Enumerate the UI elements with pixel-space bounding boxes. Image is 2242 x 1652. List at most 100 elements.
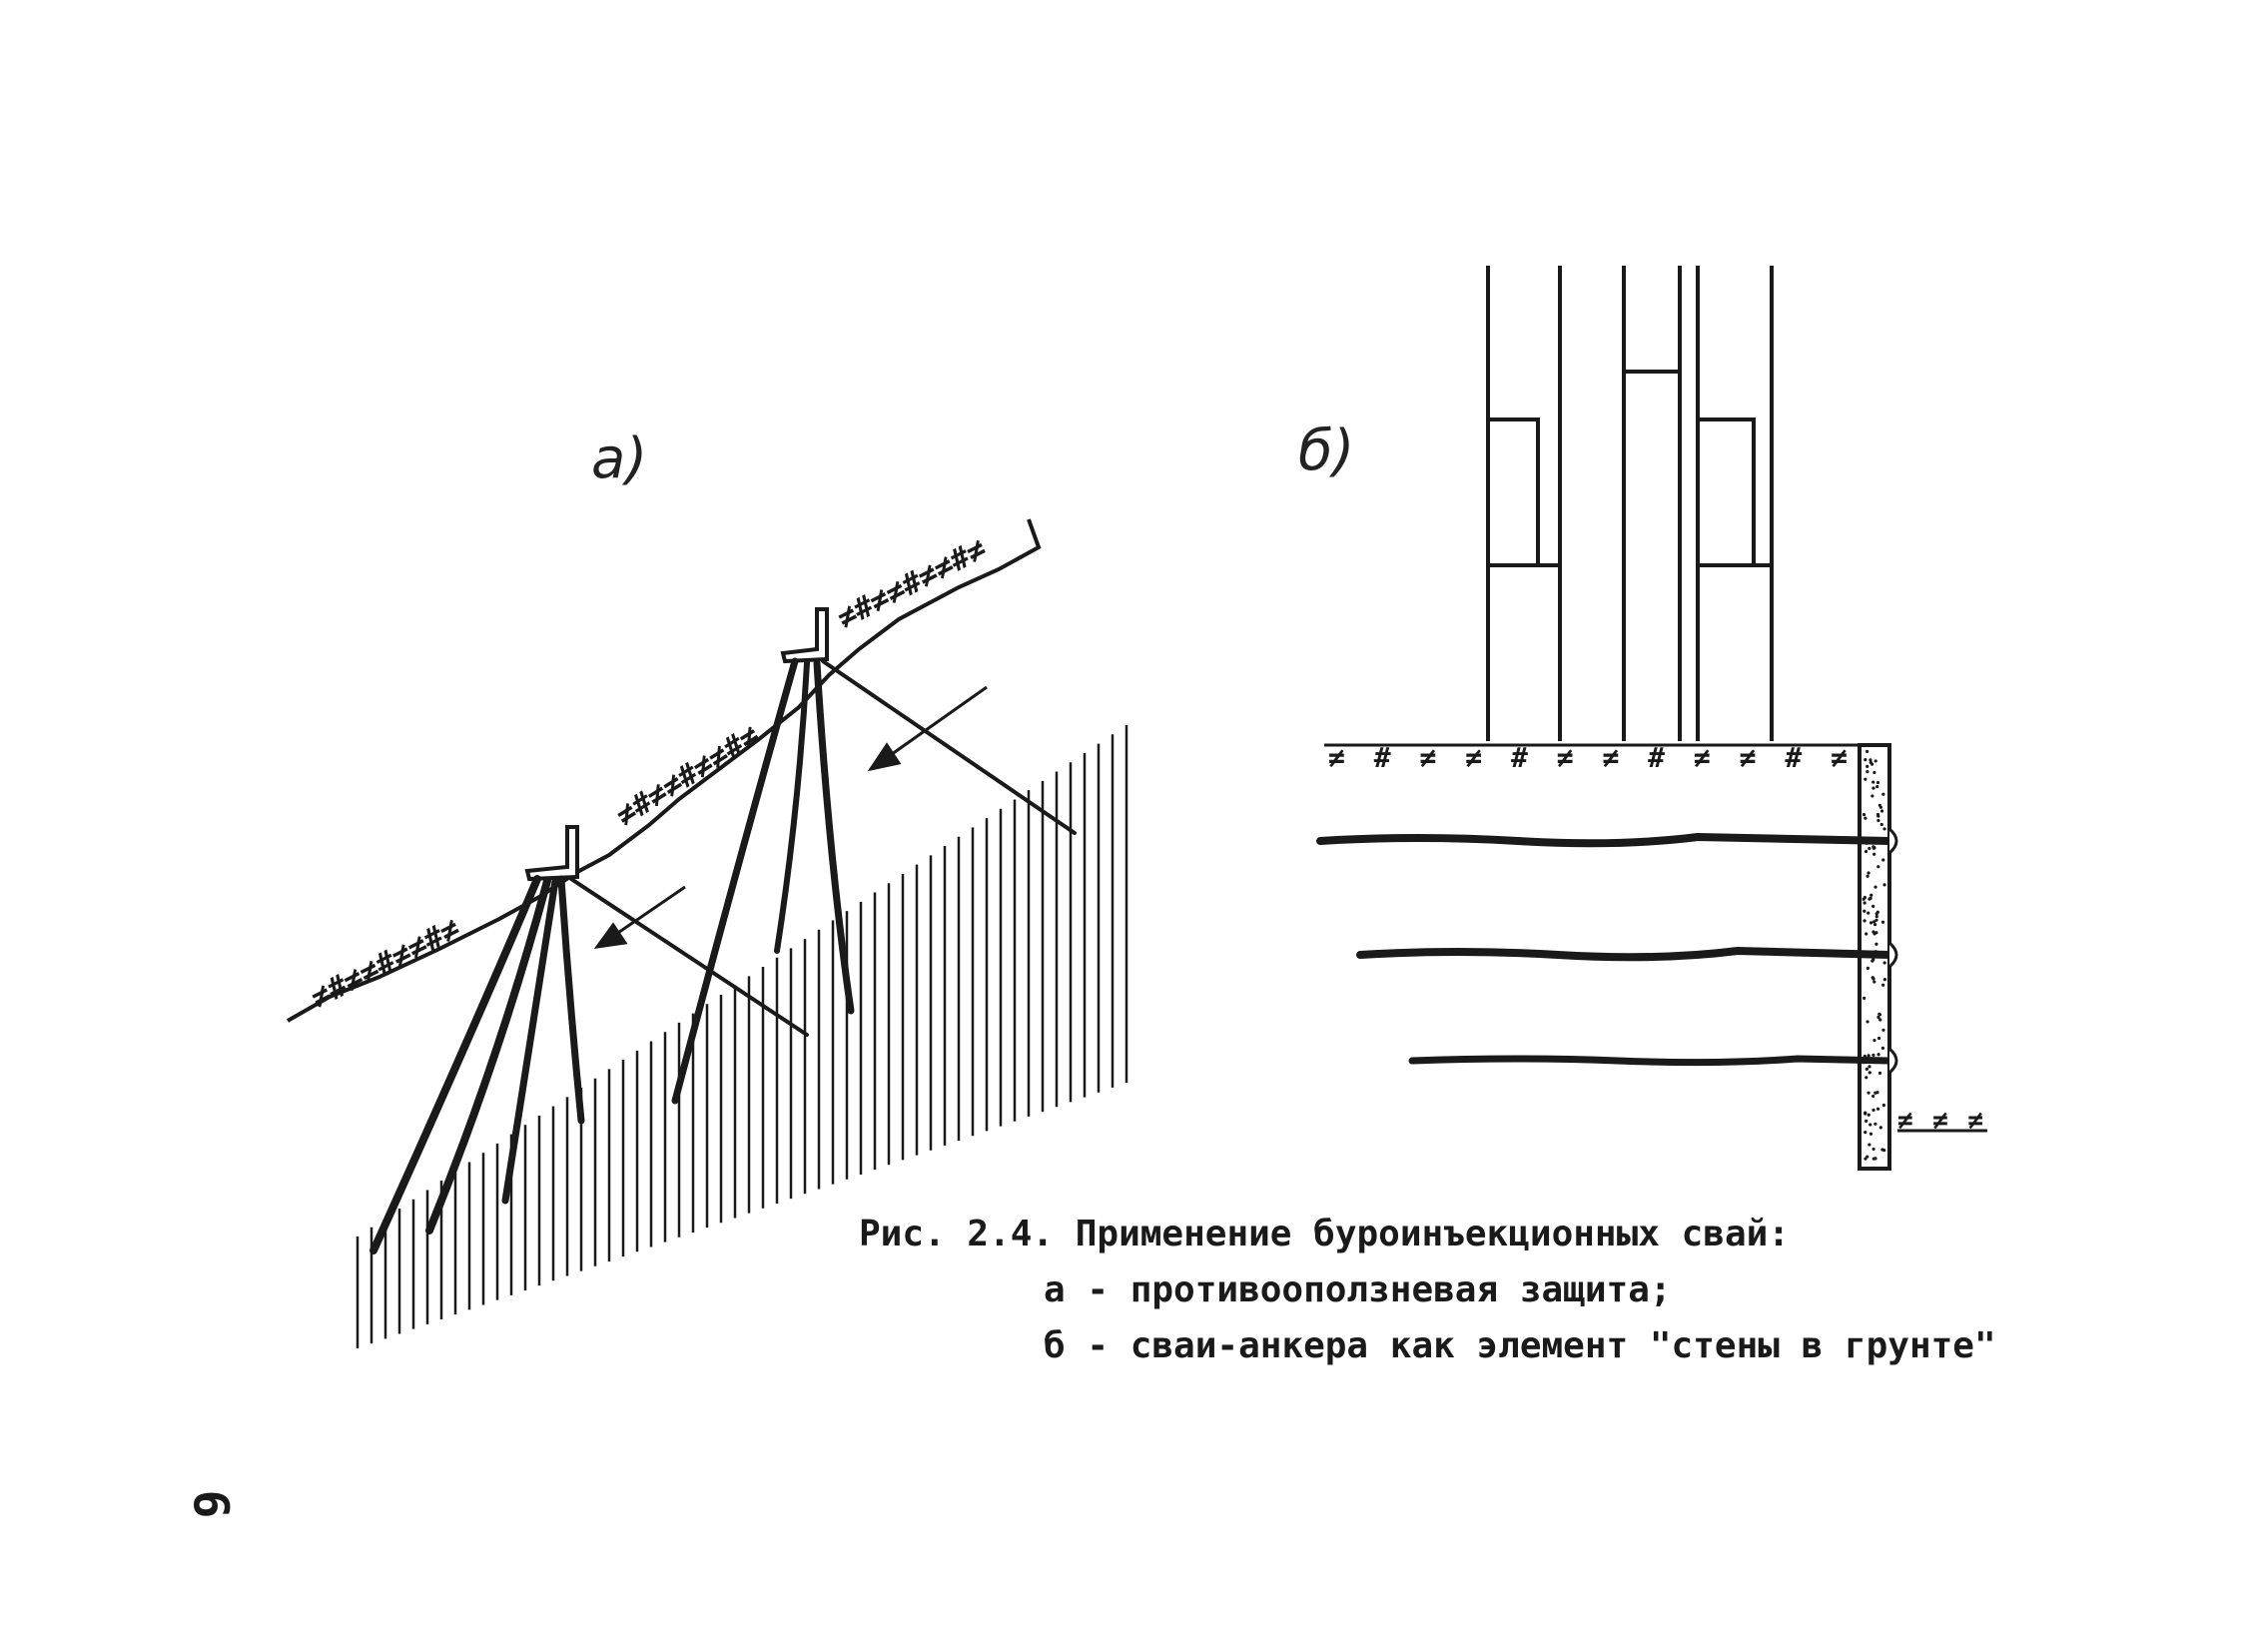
- concrete-dot: [1867, 911, 1870, 915]
- concrete-dot: [1863, 919, 1867, 923]
- concrete-dot: [1864, 816, 1868, 820]
- concrete-dot: [1862, 813, 1867, 817]
- slope-surface-line: [287, 518, 1042, 1023]
- concrete-dot: [1871, 780, 1875, 784]
- concrete-dot: [1882, 978, 1886, 982]
- concrete-dot: [1880, 1046, 1885, 1050]
- concrete-dot: [1872, 770, 1876, 775]
- concrete-dot: [1871, 1157, 1875, 1161]
- pile-group-lower: [370, 875, 809, 1254]
- concrete-dot: [1875, 784, 1879, 789]
- concrete-dot: [1880, 1148, 1884, 1152]
- concrete-dot: [1873, 1122, 1877, 1126]
- concrete-dot: [1871, 1094, 1875, 1099]
- concrete-dot: [1865, 1076, 1868, 1080]
- concrete-dot: [1864, 1131, 1868, 1135]
- concrete-dot: [1866, 966, 1870, 971]
- concrete-dot: [1871, 904, 1875, 909]
- anchor-heads: [1887, 827, 1898, 1075]
- slide-direction-arrows: [593, 685, 988, 949]
- concrete-dot: [1868, 1132, 1873, 1136]
- slope-hatch-middle: ≠#≠≠#≠≠#≠: [610, 718, 766, 834]
- concrete-dot: [1874, 912, 1878, 916]
- pile-cap-upper: [780, 607, 829, 664]
- concrete-dot: [1874, 918, 1878, 922]
- panel-b-label: б): [1298, 418, 1354, 483]
- concrete-dot: [1866, 874, 1869, 878]
- concrete-dot: [1871, 1147, 1875, 1152]
- concrete-dot: [1873, 759, 1877, 763]
- concrete-dot: [1880, 920, 1885, 924]
- concrete-dot: [1876, 1036, 1881, 1041]
- concrete-dot: [1881, 983, 1885, 987]
- sliding-soil-hatching: [356, 724, 1128, 1348]
- concrete-dot: [1872, 852, 1876, 856]
- concrete-dot: [1874, 942, 1878, 946]
- caption-title: Рис. 2.4. Применение буроинъекционных св…: [859, 1214, 1790, 1254]
- concrete-dot: [1882, 827, 1886, 831]
- concrete-dot: [1875, 1091, 1879, 1095]
- concrete-dot: [1868, 1071, 1871, 1075]
- concrete-dot: [1869, 762, 1874, 766]
- concrete-dot: [1868, 1123, 1872, 1127]
- concrete-dot: [1865, 932, 1868, 936]
- concrete-dot: [1878, 1126, 1882, 1130]
- concrete-dot: [1871, 977, 1875, 981]
- concrete-dot: [1873, 923, 1877, 927]
- concrete-dot: [1863, 895, 1868, 900]
- concrete-dot: [1878, 1018, 1882, 1022]
- ground-anchors: [1316, 832, 1893, 1067]
- concrete-dot: [1868, 1065, 1871, 1069]
- concrete-dot: [1872, 932, 1876, 936]
- concrete-dot: [1864, 849, 1868, 854]
- concrete-dot: [1872, 1038, 1876, 1043]
- concrete-dot: [1865, 1067, 1868, 1072]
- concrete-dot: [1879, 822, 1883, 827]
- concrete-dot: [1866, 1020, 1869, 1024]
- concrete-dot: [1871, 920, 1876, 924]
- concrete-dot: [1873, 885, 1877, 889]
- excavation-hatch: ≠≠≠: [1897, 1106, 1983, 1136]
- concrete-dot: [1867, 1113, 1870, 1117]
- concrete-dot: [1876, 1053, 1880, 1057]
- concrete-dot: [1871, 846, 1875, 850]
- caption-item-b: б - сваи-анкера как элемент "стены в гру…: [1044, 1325, 1996, 1366]
- concrete-dot: [1874, 914, 1878, 919]
- concrete-dot: [1863, 996, 1867, 1000]
- wall-concrete-dots: [1862, 749, 1886, 1161]
- concrete-dot: [1870, 959, 1874, 963]
- concrete-dot: [1876, 1015, 1880, 1020]
- slope-hatch-lower: ≠#≠≠#≠≠#≠: [306, 911, 466, 1016]
- concrete-dot: [1867, 1091, 1870, 1095]
- concrete-dot: [1876, 865, 1880, 869]
- concrete-dot: [1868, 758, 1872, 762]
- concrete-dot: [1867, 1054, 1870, 1058]
- concrete-dot: [1869, 893, 1873, 897]
- concrete-dot: [1868, 846, 1871, 851]
- concrete-dot: [1876, 818, 1880, 823]
- concrete-dot: [1875, 812, 1880, 817]
- concrete-dot: [1866, 764, 1869, 769]
- concrete-dot: [1864, 1112, 1868, 1116]
- concrete-dot: [1871, 1108, 1875, 1112]
- concrete-dot: [1875, 1107, 1880, 1111]
- building-frame: [1486, 266, 1774, 741]
- panel-b: б) ≠#≠≠#≠≠#≠≠#≠: [1298, 266, 1987, 1171]
- concrete-dot: [1864, 777, 1868, 781]
- concrete-dot: [1871, 1053, 1875, 1058]
- concrete-dot: [1864, 1157, 1868, 1161]
- pile-group-upper: [671, 657, 1077, 1105]
- concrete-dot: [1877, 1071, 1882, 1075]
- figure-caption: Рис. 2.4. Применение буроинъекционных св…: [859, 1207, 1996, 1374]
- concrete-dot: [1866, 770, 1869, 774]
- concrete-dot: [1870, 794, 1874, 798]
- concrete-dot: [1881, 792, 1885, 796]
- concrete-dot: [1875, 780, 1880, 785]
- concrete-dot: [1868, 897, 1871, 901]
- concrete-dot: [1867, 871, 1870, 875]
- concrete-dot: [1866, 749, 1869, 753]
- concrete-dot: [1863, 909, 1867, 913]
- pile-cap-lower: [524, 825, 579, 882]
- concrete-dot: [1863, 901, 1867, 905]
